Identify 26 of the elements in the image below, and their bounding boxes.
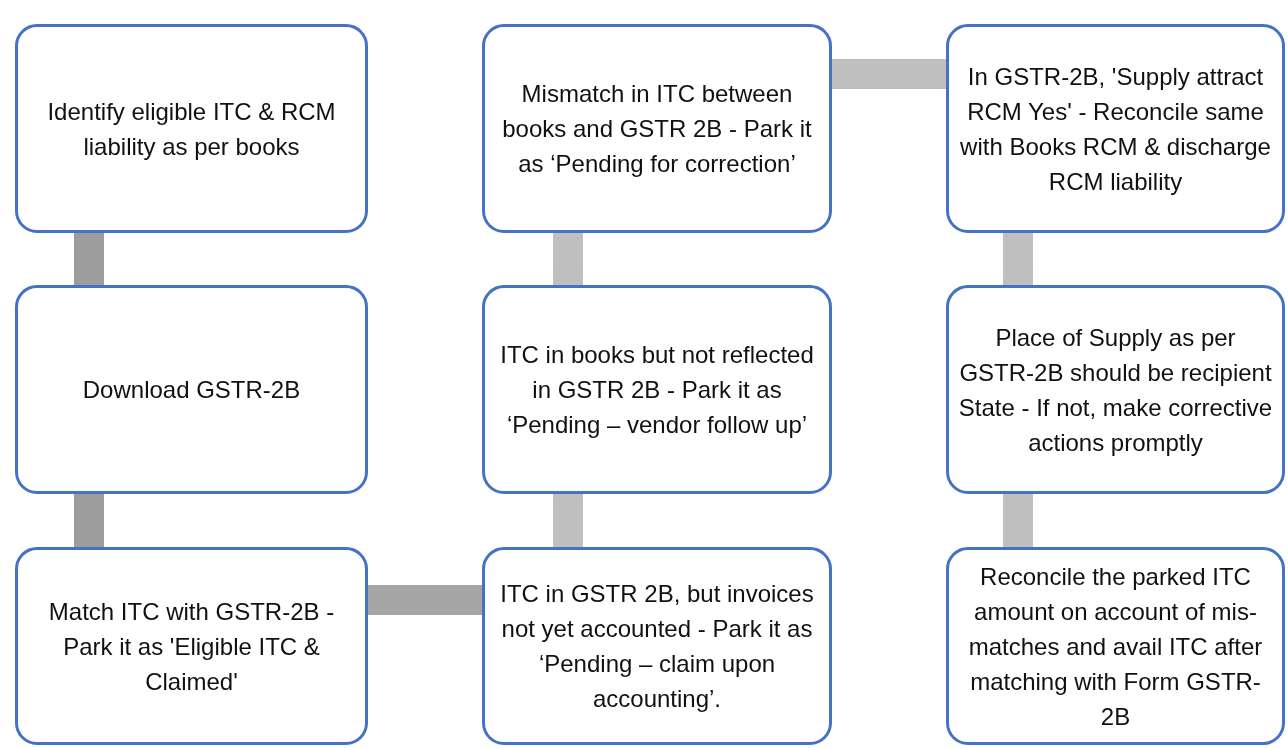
connector-bar xyxy=(553,233,583,285)
box-text: In GSTR-2B, 'Supply attract RCM Yes' - Reconcile same with Books RCM & discharge RCM liability xyxy=(959,61,1272,197)
connector-bar xyxy=(832,59,946,89)
box-text: Identify eligible ITC & RCM liability as per books xyxy=(46,96,337,162)
connector-bar xyxy=(553,494,583,547)
box-text: ITC in GSTR 2B, but invoices not yet accounted - Park it as ‘Pending – claim upon accounting’. xyxy=(499,579,815,714)
box-text: Reconcile the parked ITC amount on account of mis-matches and avail ITC after matching with Form GSTR-2B xyxy=(967,561,1264,732)
process-box xyxy=(15,24,368,233)
connector-bar xyxy=(74,233,104,285)
process-box xyxy=(15,285,368,494)
box-text: Match ITC with GSTR-2B - Park it as 'Eligible ITC & Claimed' xyxy=(47,596,336,697)
process-box xyxy=(482,547,832,745)
connector-bar xyxy=(1003,233,1033,285)
process-box xyxy=(946,547,1285,745)
box-text: Mismatch in ITC between books and GSTR 2B - Park it as ‘Pending for correction’ xyxy=(501,79,813,179)
process-box xyxy=(482,24,832,233)
box-text: Download GSTR-2B xyxy=(82,375,301,405)
process-box xyxy=(946,24,1285,233)
process-box xyxy=(482,285,832,494)
process-box xyxy=(15,547,368,745)
connector-bar xyxy=(74,494,104,547)
process-box xyxy=(946,285,1285,494)
box-text: Place of Supply as per GSTR-2B should be recipient State - If not, make corrective actions promptly xyxy=(957,322,1274,458)
connector-bar xyxy=(1003,494,1033,547)
connector-bar xyxy=(368,585,482,615)
box-text: ITC in books but not reflected in GSTR 2B - Park it as ‘Pending – vendor follow up’ xyxy=(499,340,815,440)
